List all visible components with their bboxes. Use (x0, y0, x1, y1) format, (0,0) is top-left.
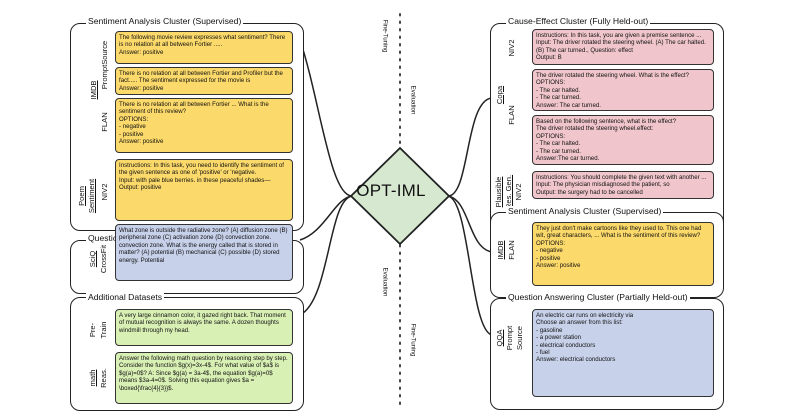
right-cause-title: Cause-Effect Cluster (Fully Held-out) (506, 16, 651, 26)
group-qqa-label: QQA (495, 329, 504, 347)
opt-iml-diamond (349, 146, 451, 246)
group-imdb-right-label: IMDB (496, 240, 505, 260)
example-box-imdb-promptsource-2: There is no relation at all between Fort… (115, 67, 293, 95)
group-math-label: math (88, 369, 97, 387)
example-box-qqa-promptsource: An electric car runs on electricity via … (532, 309, 714, 397)
left-sentiment-title: Sentiment Analysis Cluster (Supervised) (86, 16, 244, 26)
example-box-plausible-niv2: Instructions: You should complete the gi… (532, 171, 714, 199)
group-flan-right-label: FLAN (507, 105, 516, 125)
group-sciq-label: SciQ (88, 250, 97, 268)
group-promptsource-label: PromptSource (100, 40, 109, 90)
example-box-pretrain: A very large cinnamon color, it gazed ri… (115, 309, 293, 346)
label-fine-tuning-bottom: Fine-Tuning (409, 323, 417, 357)
group-resgen-label: Res. Gen. (504, 174, 513, 210)
group-sentiment-label: Sentiment (87, 178, 96, 214)
group-plausible-label: Plausible (494, 176, 503, 208)
example-box-imdb-flan: There is no relation at all between Fort… (115, 98, 293, 153)
group-flan-label: FLAN (100, 112, 109, 132)
example-box-copa-flan-1: The driver rotated the steering wheel. W… (532, 69, 714, 111)
label-fine-tuning-top: Fine-Tuning (381, 19, 389, 53)
example-box-copa-niv2: Instructions: In this task, you are give… (532, 29, 714, 65)
right-qa-title: Question Answering Cluster (Partially He… (506, 292, 690, 302)
group-prompt-label: Prompt (505, 325, 514, 351)
group-niv2-right-label: NIV2 (507, 39, 516, 57)
example-box-sciq-crossfit: What zone is outside the radiative zone?… (115, 224, 293, 281)
group-niv2-resgen-label: NIV2 (514, 183, 523, 201)
group-copa-label: Copa (495, 85, 504, 105)
center-model-label: OPT-IML (356, 181, 426, 200)
group-niv2-label: NIV2 (100, 183, 109, 201)
example-box-math-reasoning: Answer the following math question by re… (115, 352, 293, 404)
group-imdb-label: IMDB (89, 80, 98, 100)
group-flan-right2-label: FLAN (507, 240, 516, 260)
group-poem-label: Poem (77, 186, 86, 206)
group-train-label: Train (99, 321, 108, 339)
group-source-label: Source (515, 325, 524, 351)
label-evaluation-bottom: Evaluation (381, 267, 389, 297)
example-box-imdb-flan-right: They just don't make cartoons like they … (532, 222, 714, 286)
group-crossfit-label: CrossFit (99, 244, 108, 274)
label-evaluation-top: Evaluation (409, 85, 417, 115)
left-additional-title: Additional Datasets (86, 292, 165, 302)
example-box-imdb-promptsource-1: The following movie review expresses wha… (115, 31, 293, 64)
group-pre-label: Pre- (88, 322, 97, 338)
group-reas-label: Reas. (99, 368, 108, 388)
right-sentiment-title: Sentiment Analysis Cluster (Supervised) (506, 206, 664, 216)
example-box-copa-flan-2: Based on the following sentence, what is… (532, 115, 714, 165)
example-box-poem-niv2: Instructions: In this task, you need to … (115, 159, 293, 221)
